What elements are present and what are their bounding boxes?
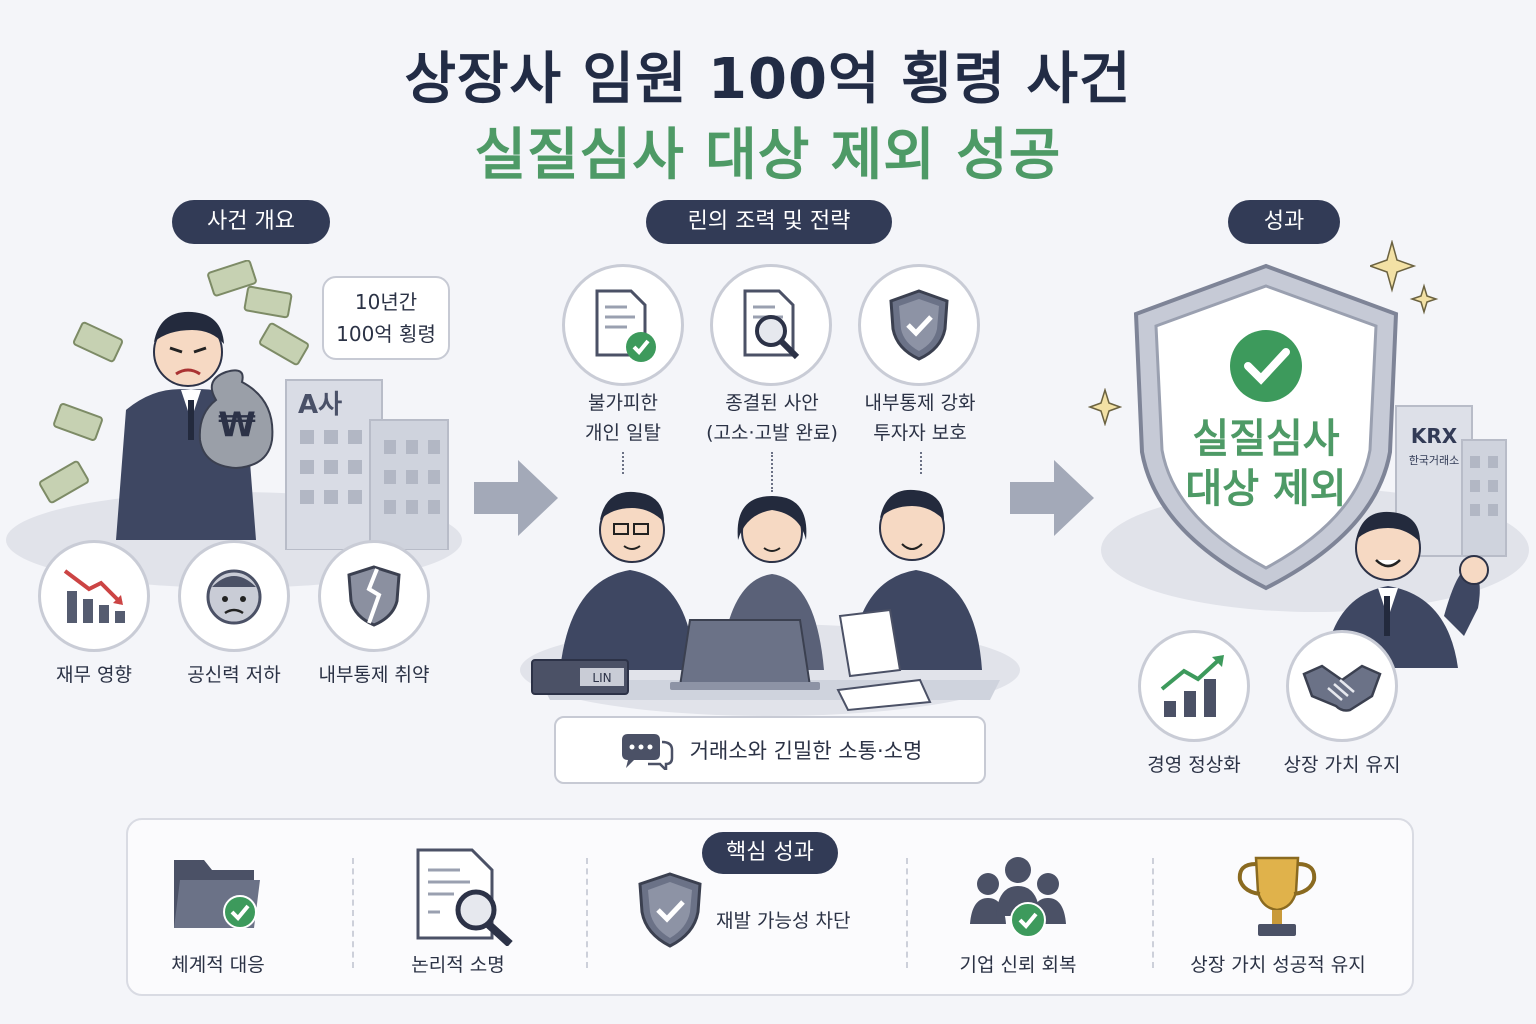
panel-divider-2 (586, 858, 588, 968)
money-bills-illustration (39, 260, 309, 504)
svg-text:₩: ₩ (218, 405, 256, 445)
book-label: LIN (592, 671, 611, 685)
shield-text-line1: 실질심사 (1192, 416, 1340, 462)
internal-control-circle (318, 540, 430, 652)
people-check-icon (970, 857, 1066, 938)
shield-text-line2: 대상 제외 (1185, 466, 1347, 512)
broken-shield-icon (347, 565, 401, 627)
key-result-label-1: 체계적 대응 (171, 954, 265, 976)
strategy-label-2: 종결된 사안 (고소·고발 완료) (686, 388, 858, 448)
sparkle-icon-2 (1088, 388, 1122, 426)
shield-check-icon-bottom (638, 872, 702, 948)
shield-check-icon (889, 289, 949, 361)
strategy-label-3: 내부통제 강화 투자자 보호 (840, 388, 1000, 448)
krx-sublabel: 한국거래소 (1408, 454, 1460, 467)
embezzling-executive-illustration: ₩ (116, 311, 274, 540)
connector-1 (622, 452, 624, 474)
sparkle-icon (1370, 240, 1439, 315)
credibility-circle (178, 540, 290, 652)
connector-3 (920, 452, 922, 474)
legal-team-meeting-illustration: LIN (520, 489, 1020, 716)
result-label-1: 경영 정상화 (1147, 754, 1241, 776)
listing-value-circle (1286, 630, 1398, 742)
key-result-label-4: 기업 신뢰 회복 (959, 954, 1077, 976)
panel-divider-4 (1152, 858, 1154, 968)
strategy-circle-3 (858, 264, 980, 386)
building-label: A사 (298, 390, 343, 420)
strategy-circle-1 (562, 264, 684, 386)
communication-box: 거래소와 긴밀한 소통·소명 (554, 716, 986, 784)
strategy-label-3-line2: 투자자 보호 (873, 422, 967, 444)
financial-impact-circle (38, 540, 150, 652)
normalization-circle (1138, 630, 1250, 742)
document-check-icon (595, 289, 656, 362)
speech-bubble: 10년간 100억 횡령 (322, 276, 450, 360)
page-subtitle: 실질심사 대상 제외 성공 (474, 123, 1062, 188)
building-a-illustration (285, 379, 449, 550)
shield-text: 실질심사 대상 제외 (1160, 414, 1372, 514)
speech-line-1: 10년간 (354, 290, 418, 314)
strategy-label-3-line1: 내부통제 강화 (864, 392, 976, 414)
document-search-icon (743, 289, 800, 360)
communication-text: 거래소와 긴밀한 소통·소명 (689, 739, 923, 763)
declining-chart-icon (63, 569, 125, 623)
panel-divider-1 (352, 858, 354, 968)
strategy-label-1: 불가피한 개인 일탈 (543, 388, 703, 448)
key-results-pill: 핵심 성과 (702, 832, 838, 874)
result-label-2: 상장 가치 유지 (1283, 754, 1401, 776)
panel-divider-3 (906, 858, 908, 968)
krx-building-illustration (1395, 405, 1507, 557)
key-result-label-5: 상장 가치 성공적 유지 (1190, 954, 1366, 976)
trophy-icon (1237, 856, 1317, 936)
strategy-label-1-line1: 불가피한 (588, 392, 658, 414)
strategy-label-1-line2: 개인 일탈 (585, 422, 661, 444)
worried-face-icon (206, 569, 262, 625)
krx-label: KRX (1410, 424, 1458, 448)
handshake-icon (1302, 664, 1382, 712)
strategy-label-2-line1: 종결된 사안 (725, 392, 819, 414)
overview-label-3: 내부통제 취약 (318, 664, 430, 686)
result-pill: 성과 (1228, 200, 1340, 244)
big-shield-icon (1133, 263, 1399, 591)
flow-arrow-right-icon (474, 460, 558, 536)
flow-arrow-right-icon-2 (1010, 460, 1094, 536)
connector-2 (771, 452, 773, 492)
folder-check-icon (174, 860, 260, 929)
growth-chart-icon (1160, 655, 1224, 717)
overview-pill: 사건 개요 (172, 200, 330, 244)
strategy-label-2-line2: (고소·고발 완료) (706, 422, 838, 444)
overview-label-2: 공신력 저하 (187, 664, 281, 686)
speech-line-2: 100억 횡령 (336, 322, 436, 346)
strategy-pill: 린의 조력 및 전략 (646, 200, 892, 244)
page-title: 상장사 임원 100억 횡령 사건 (404, 47, 1132, 112)
overview-label-1: 재무 영향 (56, 664, 132, 686)
chat-bubbles-icon (621, 734, 673, 770)
document-search-icon (416, 848, 513, 946)
key-result-label-3: 재발 가능성 차단 (716, 910, 851, 932)
strategy-circle-2 (710, 264, 832, 386)
key-result-label-2: 논리적 소명 (411, 954, 505, 976)
